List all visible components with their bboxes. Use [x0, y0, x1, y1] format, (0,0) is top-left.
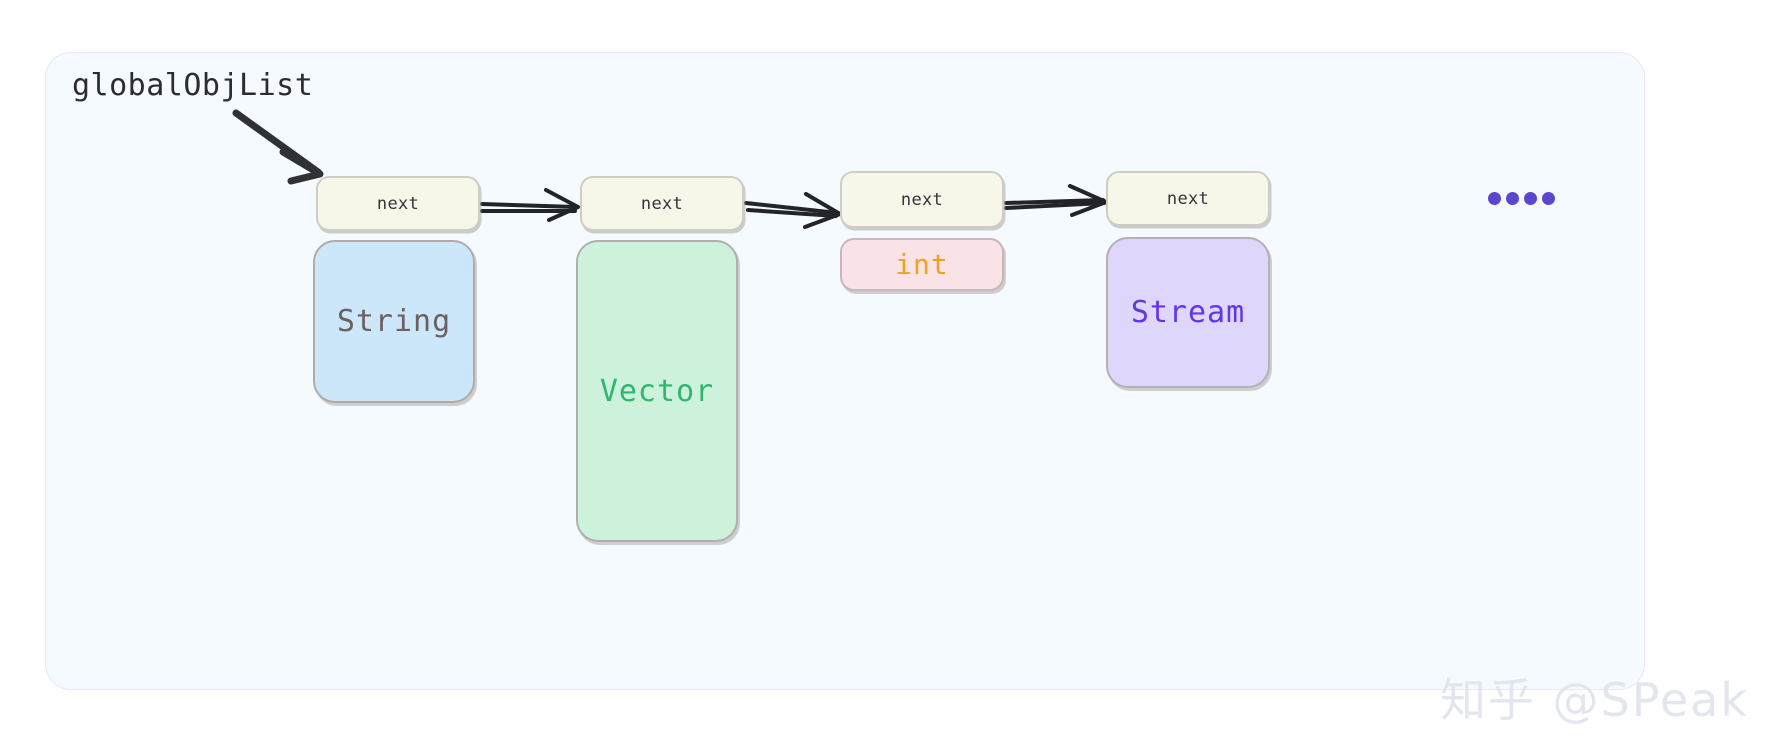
watermark: 知乎 @SPeak — [1439, 673, 1749, 727]
next-pointer-label: next — [900, 189, 944, 210]
object-box-string[interactable]: String — [313, 240, 475, 403]
object-type-label: Vector — [599, 373, 715, 409]
continuation-dot — [1488, 192, 1501, 205]
next-pointer-box[interactable]: next — [840, 171, 1004, 228]
continuation-dot — [1542, 192, 1555, 205]
next-pointer-box[interactable]: next — [316, 176, 480, 231]
object-box-stream[interactable]: Stream — [1106, 237, 1270, 388]
next-pointer-label: next — [376, 193, 420, 214]
continuation-dots — [1488, 192, 1555, 205]
object-type-label: String — [336, 304, 452, 339]
next-pointer-box[interactable]: next — [580, 176, 744, 231]
diagram-card — [45, 52, 1645, 690]
next-pointer-label: next — [1166, 188, 1210, 209]
object-box-int[interactable]: int — [840, 238, 1004, 291]
root-pointer-label: globalObjList — [72, 68, 314, 103]
object-type-label: int — [895, 248, 949, 281]
object-type-label: Stream — [1130, 295, 1246, 330]
continuation-dot — [1524, 192, 1537, 205]
object-box-vector[interactable]: Vector — [576, 240, 738, 542]
next-pointer-box[interactable]: next — [1106, 171, 1270, 226]
next-pointer-label: next — [640, 193, 684, 214]
continuation-dot — [1506, 192, 1519, 205]
